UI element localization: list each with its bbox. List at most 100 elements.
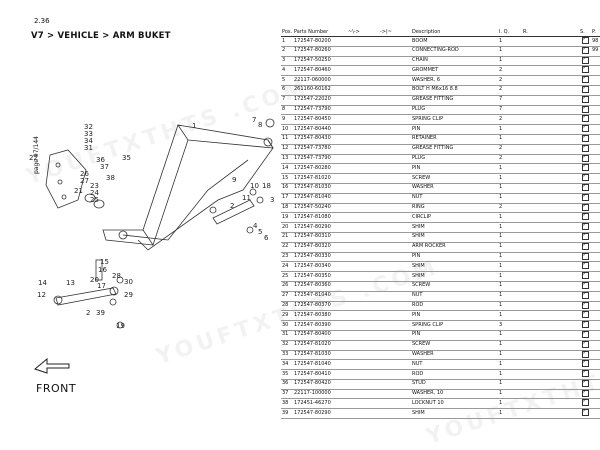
- row-checkbox[interactable]: [579, 134, 591, 145]
- row-checkbox[interactable]: [579, 183, 591, 194]
- row-checkbox[interactable]: [579, 85, 591, 96]
- row-checkbox[interactable]: [579, 75, 591, 86]
- checkbox-icon[interactable]: [581, 174, 589, 182]
- checkbox-icon[interactable]: [581, 242, 589, 250]
- checkbox-icon[interactable]: [581, 252, 589, 260]
- callout-36: 36: [96, 156, 105, 164]
- row-checkbox[interactable]: [579, 95, 591, 106]
- checkbox-icon[interactable]: [581, 301, 589, 309]
- row-pos: 24: [281, 261, 293, 273]
- row-checkbox[interactable]: [579, 271, 591, 282]
- checkbox-icon[interactable]: [581, 262, 589, 270]
- row-from: [347, 56, 379, 67]
- row-checkbox[interactable]: [579, 252, 591, 263]
- row-from: [347, 46, 379, 57]
- row-checkbox[interactable]: [579, 340, 591, 351]
- row-checkbox[interactable]: [579, 242, 591, 253]
- row-from: [347, 398, 379, 410]
- checkbox-icon[interactable]: [581, 232, 589, 240]
- row-checkbox[interactable]: [579, 65, 591, 77]
- row-checkbox[interactable]: [579, 222, 591, 233]
- row-pos: 38: [281, 398, 293, 410]
- row-checkbox[interactable]: [579, 379, 591, 390]
- row-checkbox[interactable]: [579, 163, 591, 175]
- checkbox-icon[interactable]: [581, 399, 589, 407]
- checkbox-icon[interactable]: [581, 144, 589, 152]
- checkbox-icon[interactable]: [581, 203, 589, 211]
- row-checkbox[interactable]: [579, 301, 591, 312]
- checkbox-icon[interactable]: [581, 76, 589, 84]
- checkbox-icon[interactable]: [581, 350, 589, 358]
- checkbox-icon[interactable]: [581, 193, 589, 201]
- row-description: PLUG: [411, 105, 498, 116]
- row-to: [379, 163, 411, 175]
- row-r: [522, 105, 579, 116]
- row-checkbox[interactable]: [579, 330, 591, 341]
- row-checkbox[interactable]: [579, 232, 591, 243]
- row-checkbox[interactable]: [579, 291, 591, 302]
- row-checkbox[interactable]: [579, 359, 591, 371]
- checkbox-icon[interactable]: [581, 164, 589, 172]
- row-checkbox[interactable]: [579, 46, 591, 57]
- checkbox-icon[interactable]: [581, 330, 589, 338]
- row-checkbox[interactable]: [579, 105, 591, 116]
- row-checkbox[interactable]: [579, 281, 591, 292]
- checkbox-icon[interactable]: [581, 223, 589, 231]
- row-checkbox[interactable]: [579, 212, 591, 224]
- checkbox-icon[interactable]: [581, 66, 589, 74]
- checkbox-icon[interactable]: [581, 213, 589, 221]
- row-description: WASHER: [411, 183, 498, 194]
- checkbox-icon[interactable]: [581, 134, 589, 142]
- row-r: [522, 222, 579, 233]
- row-part-number: 172547-80340: [293, 261, 347, 273]
- row-qty: 2: [498, 114, 522, 126]
- checkbox-icon[interactable]: [581, 311, 589, 319]
- checkbox-icon[interactable]: [581, 281, 589, 289]
- checkbox-icon[interactable]: [581, 389, 589, 397]
- row-checkbox[interactable]: [579, 114, 591, 126]
- checkbox-icon[interactable]: [581, 154, 589, 162]
- row-checkbox[interactable]: [579, 408, 591, 420]
- row-checkbox[interactable]: [579, 320, 591, 331]
- checkbox-icon[interactable]: [581, 85, 589, 93]
- checkbox-icon[interactable]: [581, 291, 589, 299]
- checkbox-icon[interactable]: [581, 105, 589, 113]
- checkbox-icon[interactable]: [581, 37, 589, 44]
- row-checkbox[interactable]: [579, 261, 591, 273]
- checkbox-icon[interactable]: [581, 115, 589, 123]
- row-r: [522, 36, 579, 47]
- checkbox-icon[interactable]: [581, 379, 589, 387]
- row-checkbox[interactable]: [579, 398, 591, 410]
- row-s: [591, 320, 600, 331]
- checkbox-icon[interactable]: [581, 46, 589, 54]
- checkbox-icon[interactable]: [581, 340, 589, 348]
- checkbox-icon[interactable]: [581, 183, 589, 191]
- callout-35: 35: [122, 154, 131, 162]
- checkbox-icon[interactable]: [581, 56, 589, 64]
- checkbox-icon[interactable]: [581, 272, 589, 280]
- row-qty: 1: [498, 36, 522, 47]
- row-checkbox[interactable]: [579, 389, 591, 400]
- checkbox-icon[interactable]: [581, 409, 589, 417]
- row-checkbox[interactable]: [579, 310, 591, 322]
- row-checkbox[interactable]: [579, 173, 591, 184]
- row-checkbox[interactable]: [579, 56, 591, 67]
- checkbox-icon[interactable]: [581, 125, 589, 133]
- row-checkbox[interactable]: [579, 350, 591, 361]
- row-checkbox[interactable]: [579, 193, 591, 204]
- checkbox-icon[interactable]: [581, 321, 589, 329]
- checkbox-icon[interactable]: [581, 370, 589, 378]
- row-qty: 1: [498, 242, 522, 253]
- row-checkbox[interactable]: [579, 203, 591, 214]
- row-checkbox[interactable]: [579, 154, 591, 165]
- checkbox-icon[interactable]: [581, 95, 589, 103]
- row-checkbox[interactable]: [579, 144, 591, 155]
- row-checkbox[interactable]: [579, 369, 591, 380]
- row-checkbox[interactable]: [579, 36, 591, 47]
- row-checkbox[interactable]: [579, 124, 591, 135]
- checkbox-icon[interactable]: [581, 360, 589, 368]
- row-r: [522, 183, 579, 194]
